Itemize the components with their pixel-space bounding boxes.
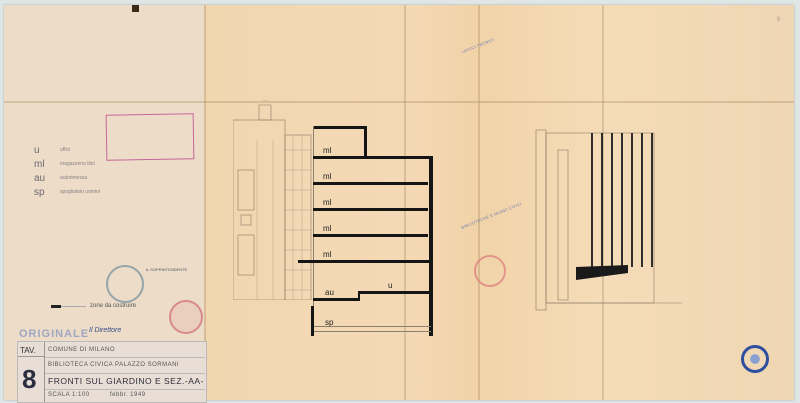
garden-elevation-drawing xyxy=(535,129,682,311)
soprintendente-stamp: IL SOPRINTENDENTE xyxy=(146,267,188,272)
drawing-title: FRONTI SUL GIARDINO E SEZ.-AA- xyxy=(48,376,204,386)
garden-elevation xyxy=(532,125,692,315)
page-mark: 9 xyxy=(776,17,780,23)
sheet-number: 8 xyxy=(22,364,37,394)
red-seal xyxy=(169,300,203,334)
floor-label: ml xyxy=(323,146,332,155)
fold-line xyxy=(4,101,794,103)
blue-seal xyxy=(741,345,769,373)
soprintendenza-seal xyxy=(106,265,144,303)
fold-line xyxy=(602,5,604,400)
floor-label: au xyxy=(325,288,334,297)
fold-line xyxy=(404,5,406,400)
facade-drawing xyxy=(232,93,312,301)
fold-line xyxy=(204,5,206,400)
floor-label: ml xyxy=(323,172,332,181)
floor-label: sp xyxy=(325,318,334,327)
title-block: TAV. 8 COMUNE DI MILANO BIBLIOTECA CIVIC… xyxy=(17,341,207,403)
key: zone da costruire xyxy=(51,303,136,309)
floor-label: ml xyxy=(323,224,332,233)
approval-stamp xyxy=(105,113,195,161)
binder-tab xyxy=(132,5,139,12)
red-seal xyxy=(474,255,506,287)
original-stamp: ORIGINALE xyxy=(19,328,90,340)
floor-label: u xyxy=(388,281,393,290)
direttore-stamp: Il Direttore xyxy=(89,327,122,334)
section-aa: ml ml ml ml ml au u sp xyxy=(298,126,443,341)
key-swatch xyxy=(51,304,61,308)
fold-line xyxy=(478,5,480,400)
uffici-tecnici-stamp: BIBLIOTECHE E MUSEI CIVICI xyxy=(460,201,523,230)
floor-label: ml xyxy=(323,250,332,259)
floor-label: ml xyxy=(323,198,332,207)
facade-elevation xyxy=(232,93,313,301)
